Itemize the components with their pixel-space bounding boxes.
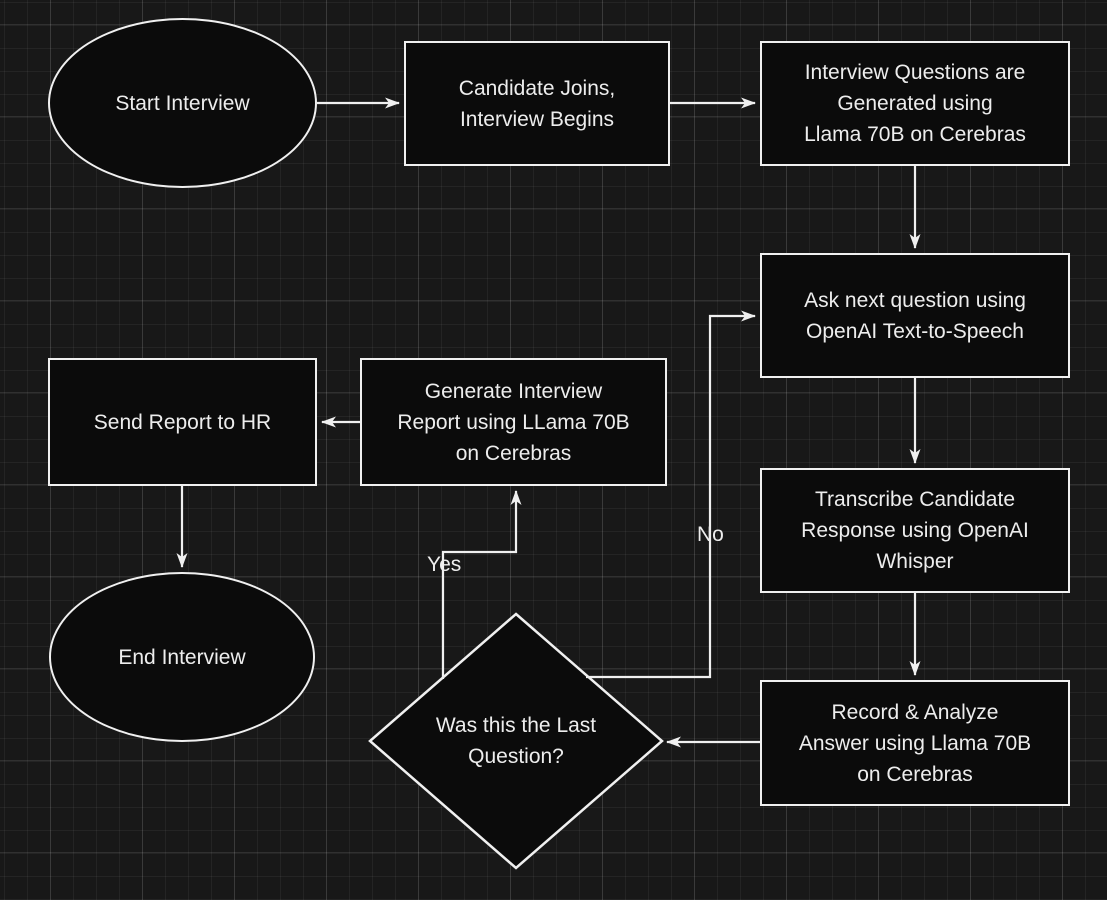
edge-decision-yes-to-report bbox=[441, 490, 522, 679]
yes-branch-label: Yes bbox=[427, 553, 462, 576]
decision-diamond-label: Was this the Last Question? bbox=[435, 714, 597, 768]
record-analyze-node[interactable]: Record & Analyze Answer using Llama 70B … bbox=[760, 680, 1070, 806]
record-analyze-label: Record & Analyze Answer using Llama 70B … bbox=[798, 700, 1032, 786]
transcribe-response-label: Transcribe Candidate Response using Open… bbox=[801, 488, 1029, 573]
start-node[interactable]: Start Interview bbox=[48, 18, 317, 188]
transcribe-response-node[interactable]: Transcribe Candidate Response using Open… bbox=[760, 468, 1070, 593]
no-branch-label: No bbox=[697, 523, 724, 546]
end-node[interactable]: End Interview bbox=[49, 572, 315, 742]
end-node-label: End Interview bbox=[118, 645, 246, 669]
generate-questions-label: Interview Questions are Generated using … bbox=[804, 61, 1026, 146]
generate-report-label: Generate Interview Report using LLama 70… bbox=[397, 379, 630, 465]
ask-question-label: Ask next question using OpenAI Text-to-S… bbox=[804, 288, 1026, 343]
ask-question-node[interactable]: Ask next question using OpenAI Text-to-S… bbox=[760, 253, 1070, 378]
send-report-node[interactable]: Send Report to HR bbox=[48, 358, 317, 486]
candidate-joins-label: Candidate Joins, Interview Begins bbox=[458, 76, 616, 131]
candidate-joins-node[interactable]: Candidate Joins, Interview Begins bbox=[404, 41, 670, 166]
generate-report-node[interactable]: Generate Interview Report using LLama 70… bbox=[360, 358, 667, 486]
edge-decision-no-to-ask bbox=[586, 310, 756, 679]
start-node-label: Start Interview bbox=[115, 91, 250, 115]
decision-diamond-label-box[interactable]: Was this the Last Question? bbox=[391, 691, 641, 791]
send-report-label: Send Report to HR bbox=[93, 410, 272, 434]
generate-questions-node[interactable]: Interview Questions are Generated using … bbox=[760, 41, 1070, 166]
